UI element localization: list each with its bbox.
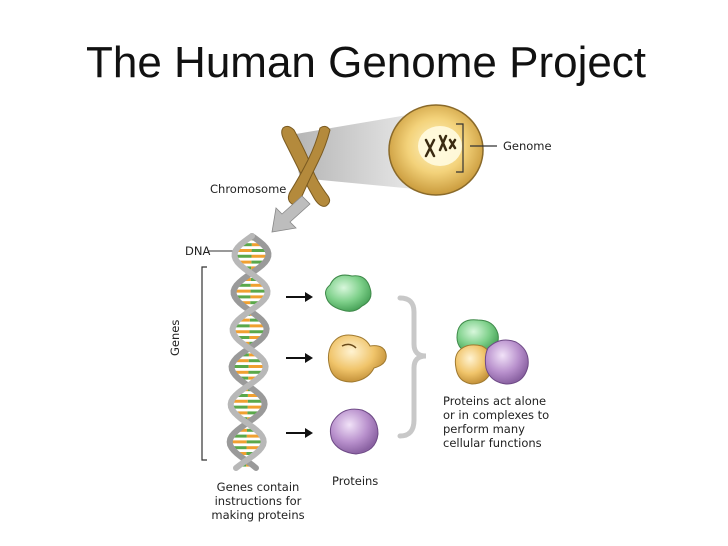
genes-label: Genes [168, 319, 182, 356]
protein-complex [454, 319, 529, 385]
protein-arrows [286, 292, 313, 438]
genes-note-line: Genes contain [216, 480, 300, 494]
genome-label: Genome [503, 139, 552, 153]
proteins-note-line: perform many [443, 422, 525, 436]
proteins-note: Proteins act alone or in complexes to pe… [443, 394, 549, 450]
dna-helix [226, 233, 272, 471]
orange-protein [327, 334, 387, 383]
purple-protein [329, 408, 379, 455]
dna-label: DNA [185, 244, 211, 258]
genes-note-line: instructions for [214, 494, 302, 508]
proteins-note-line: Proteins act alone [443, 394, 547, 408]
dna-backbone [227, 233, 271, 471]
chromosome-shape [281, 125, 331, 207]
genes-note-line: making proteins [211, 508, 305, 522]
genome-bracket [456, 123, 497, 173]
down-arrow [271, 195, 311, 233]
page-title: The Human Genome Project [86, 38, 647, 87]
curly-brace [397, 295, 427, 439]
green-protein [325, 274, 372, 312]
proteins-note-line: cellular functions [443, 436, 542, 450]
chromosome-label: Chromosome [210, 182, 287, 196]
chromosome-mini-icons [424, 134, 457, 158]
proteins-label: Proteins [332, 474, 379, 488]
genes-bracket [201, 266, 207, 461]
proteins-note-line: or in complexes to [443, 408, 550, 422]
genes-note: Genes contain instructions for making pr… [208, 480, 308, 522]
nucleus-cell [388, 104, 497, 196]
